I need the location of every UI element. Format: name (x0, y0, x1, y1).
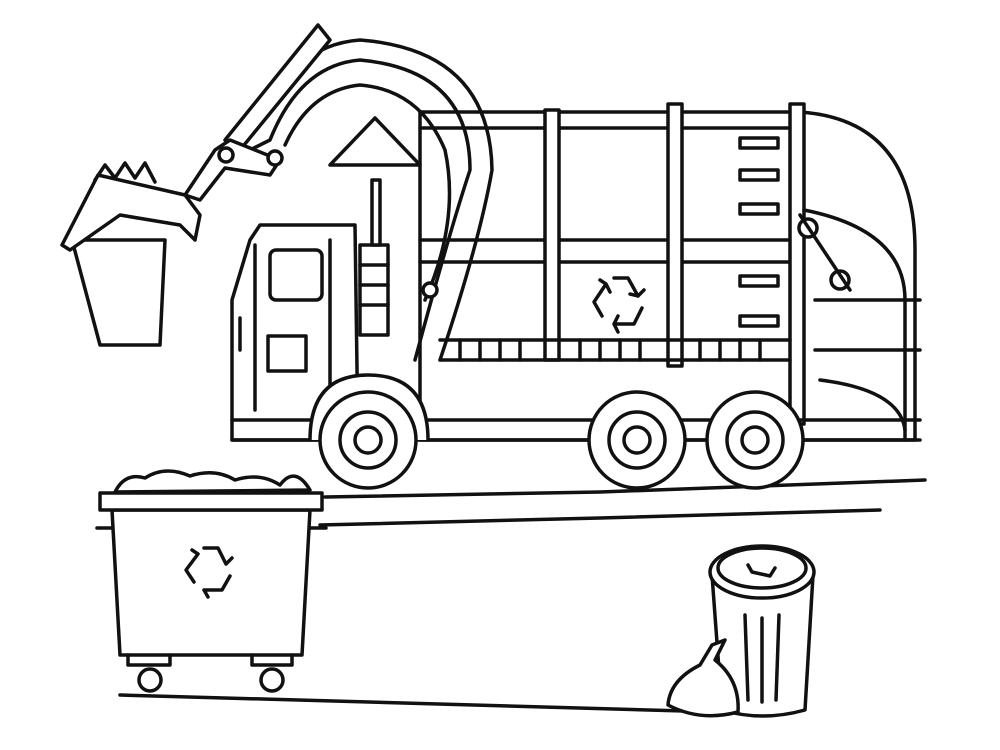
trash-pile (113, 469, 312, 494)
road (318, 478, 927, 527)
garbage-truck (60, 23, 922, 490)
cab-door-panel (266, 334, 308, 373)
ground-line (118, 693, 722, 714)
dumpster-wheel-left (137, 667, 163, 693)
recycle-icon (184, 546, 234, 599)
lifted-bin (60, 161, 202, 347)
truck-body (418, 102, 922, 442)
lift-pivots (797, 213, 852, 292)
truck-cab (230, 116, 422, 442)
cab-window (268, 248, 324, 302)
trash-can (666, 544, 816, 718)
arm-hinge-block (328, 116, 422, 167)
front-wheel (308, 373, 430, 490)
dumpster (95, 469, 328, 693)
rear-wheel-1 (587, 390, 687, 490)
dumpster-wheel-right (259, 667, 285, 693)
recycle-icon (592, 276, 646, 334)
exhaust-stack (358, 243, 390, 337)
trash-bag (666, 638, 740, 718)
body-vents (738, 136, 780, 328)
rear-wheel-2 (705, 390, 805, 490)
lid-handle (746, 563, 777, 578)
